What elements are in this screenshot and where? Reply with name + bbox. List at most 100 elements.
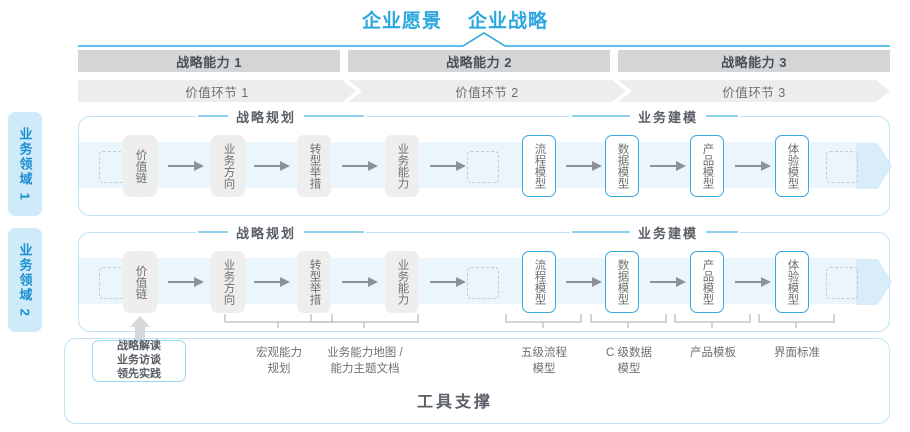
note-line-1: 战略解读 [117,340,161,353]
section-rule-left [572,115,630,117]
row-1-section-planning: 战略规划 [196,108,367,125]
row-1-node-value-chain[interactable]: 价值链 [123,135,157,197]
node-label: 转型举措 [308,143,321,189]
caption-line-2: 规划 [267,362,291,375]
row-1-arrow-2 [254,161,290,171]
row-2-node-product-model[interactable]: 产品模型 [690,251,724,313]
caption-macro-capability: 宏观能力 规划 [219,346,339,377]
sidebar-item-domain-2[interactable]: 业务领域 2 [8,228,42,332]
node-label: 产品模型 [701,143,714,189]
section-rule-right [706,231,739,233]
row-1-arrow-1 [168,161,204,171]
node-label: 转型举措 [308,259,321,305]
section-rule-left [572,231,630,233]
row-2-placeholder-end [826,267,858,299]
caption-line-1: 产品模板 [690,347,736,359]
bracket-product-template [674,314,751,328]
caption-capability-map: 业务能力地图 / 能力主题文档 [305,346,425,377]
node-label: 价值链 [134,264,147,300]
bracket-capability-map [310,314,419,328]
node-label: 价值链 [134,148,147,184]
row-2-arrow-5 [566,277,602,287]
note-line-3: 领先实践 [117,367,161,380]
row-1-node-product-model[interactable]: 产品模型 [690,135,724,197]
caption-line-1: C 级数据 [606,347,652,359]
value-link-1[interactable]: 价值环节 1 [78,80,356,102]
value-link-3[interactable]: 价值环节 3 [618,80,890,102]
node-label: 流程模型 [533,259,546,305]
caption-line-2: 模型 [532,362,556,375]
node-label: 业务方向 [222,143,235,189]
row-1-section-modeling: 业务建模 [570,108,741,125]
row-1-placeholder-end [826,151,858,183]
row-2-placeholder-mid [467,267,499,299]
capability-bar-1[interactable]: 战略能力 1 [78,50,340,72]
caption-process-model: 五级流程 模型 [494,346,594,377]
row-2-section-planning: 战略规划 [196,224,367,241]
row-2-node-data-model[interactable]: 数据模型 [605,251,639,313]
row-1-placeholder-mid [467,151,499,183]
caption-ui-standard: 界面标准 [747,346,847,362]
row-2-arrow-2 [254,277,290,287]
node-label: 体验模型 [786,259,799,305]
section-rule-right [706,115,739,117]
title-enterprise-vision: 企业愿景 [361,10,442,32]
value-link-2[interactable]: 价值环节 2 [348,80,626,102]
row-1-node-experience-model[interactable]: 体验模型 [775,135,809,197]
caption-line-2: 模型 [617,362,641,375]
node-label: 业务能力 [396,143,409,189]
row-1-arrow-5 [566,161,602,171]
caption-line-2: 能力主题文档 [330,362,400,375]
node-label: 体验模型 [786,143,799,189]
domain-1-label: 业务领域 1 [17,126,33,202]
strategy-note-box[interactable]: 战略解读 业务访谈 领先实践 [92,340,186,382]
caption-data-model: C 级数据 模型 [579,346,679,377]
row-2-node-business-capability[interactable]: 业务能力 [385,251,419,313]
section-rule-left [198,115,228,117]
node-label: 业务能力 [396,259,409,305]
node-label: 产品模型 [701,259,714,305]
caption-product-template: 产品模板 [663,346,763,362]
sidebar-item-domain-1[interactable]: 业务领域 1 [8,112,42,216]
tool-support-container [64,338,890,424]
bracket-process-model [505,314,582,328]
caption-line-1: 界面标准 [774,347,820,359]
row-1-node-business-direction[interactable]: 业务方向 [211,135,245,197]
row-2-arrow-7 [735,277,771,287]
row-2-node-experience-model[interactable]: 体验模型 [775,251,809,313]
section-rule-right [304,231,365,233]
row-1-arrow-4 [430,161,466,171]
row-2-section-modeling: 业务建模 [570,224,741,241]
node-label: 流程模型 [533,143,546,189]
row-2-arrow-3 [342,277,378,287]
row-1-arrow-7 [735,161,771,171]
domain-2-label: 业务领域 2 [17,242,33,318]
row-2-node-business-direction[interactable]: 业务方向 [211,251,245,313]
node-label: 数据模型 [616,143,629,189]
note-line-2: 业务访谈 [117,354,161,367]
row-1-node-transformation[interactable]: 转型举措 [297,135,331,197]
tool-support-title: 工具支撑 [416,394,493,411]
bracket-data-model [590,314,667,328]
row-1-node-process-model[interactable]: 流程模型 [522,135,556,197]
title-connector-peak [78,32,890,47]
section-modeling-label: 业务建模 [638,225,699,241]
row-1-node-business-capability[interactable]: 业务能力 [385,135,419,197]
node-label: 业务方向 [222,259,235,305]
node-label: 数据模型 [616,259,629,305]
section-modeling-label: 业务建模 [638,109,699,125]
caption-line-1: 宏观能力 [256,347,302,359]
capability-bar-3[interactable]: 战略能力 3 [618,50,890,72]
section-rule-left [198,231,228,233]
row-2-node-value-chain[interactable]: 价值链 [123,251,157,313]
row-2-node-transformation[interactable]: 转型举措 [297,251,331,313]
row-1-node-data-model[interactable]: 数据模型 [605,135,639,197]
row-2-arrow-4 [430,277,466,287]
row-1-arrow-3 [342,161,378,171]
section-planning-label: 战略规划 [236,225,297,241]
row-2-node-process-model[interactable]: 流程模型 [522,251,556,313]
capability-bar-2[interactable]: 战略能力 2 [348,50,610,72]
row-2-arrow-1 [168,277,204,287]
bracket-ui-standard [758,314,835,328]
